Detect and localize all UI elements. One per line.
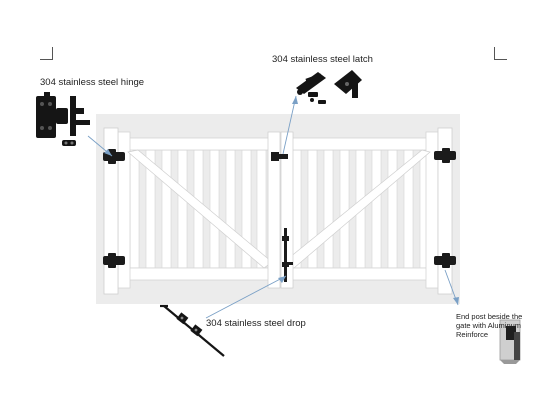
leader-arrowheads bbox=[104, 96, 459, 305]
corner-mark-top-right bbox=[494, 47, 507, 60]
latch-callout-label: 304 stainless steel latch bbox=[272, 54, 373, 65]
post-callout-label: End post beside the gate with Aluminum R… bbox=[456, 312, 523, 339]
drop-rod-detail-icon bbox=[160, 304, 225, 357]
center-stile-left bbox=[267, 131, 281, 289]
right-bottom-rail bbox=[284, 267, 438, 281]
hinge-icon-bottom-right bbox=[434, 253, 456, 268]
hinge-icon-bottom-left bbox=[103, 253, 125, 268]
corner-mark-top-left bbox=[40, 47, 53, 60]
drop-rod-icon-on-gate bbox=[282, 228, 293, 282]
left-gate-leaf bbox=[117, 131, 273, 289]
left-bottom-rail bbox=[117, 267, 273, 281]
right-end-post bbox=[437, 127, 453, 295]
right-top-rail bbox=[284, 137, 438, 151]
right-gate-leaf bbox=[283, 131, 439, 289]
latch-detail-icon bbox=[296, 70, 362, 104]
left-top-rail bbox=[117, 137, 273, 151]
drop-callout-label: 304 stainless steel drop bbox=[206, 318, 306, 329]
hinge-callout-label: 304 stainless steel hinge bbox=[40, 77, 145, 88]
latch-icon-on-gate bbox=[271, 152, 288, 161]
hinge-detail-icon bbox=[36, 92, 90, 146]
left-end-post bbox=[103, 127, 119, 295]
hinge-icon-top-right bbox=[434, 148, 456, 163]
post-reinforce-detail-icon bbox=[499, 319, 521, 364]
